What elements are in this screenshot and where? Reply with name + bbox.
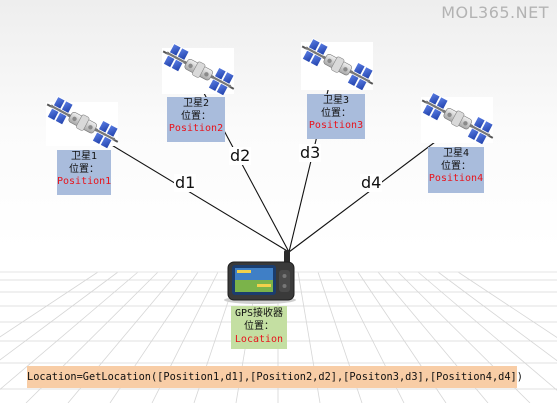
satellite-icon [296,35,379,95]
satellite-name: 卫星1 [70,151,98,162]
watermark: MOL365.NET [441,3,549,22]
satellite-2-label: 卫星2 位置： Position2 [167,97,225,142]
satellite-name: 卫星4 [442,148,470,159]
satellite-icon [157,40,240,100]
distance-line-1 [99,137,290,253]
position-label: 位置： [321,107,351,119]
receiver-position-label: 位置： [244,321,274,332]
distance-label-d4: d4 [360,173,383,192]
distance-label-d1: d1 [174,173,197,192]
satellite-1-label: 卫星1 位置： Position1 [57,150,111,195]
gps-receiver-icon [224,250,296,304]
gps-receiver-label: GPS接收器 位置： Location [231,306,287,349]
satellite-4-label: 卫星4 位置： Position4 [428,147,484,193]
position-value: Position1 [57,176,112,187]
satellite-icon [41,93,124,153]
receiver-name: GPS接收器 [234,308,284,319]
satellite-name: 卫星3 [322,95,350,106]
distance-line-4 [288,135,444,253]
position-label: 位置： [441,160,471,172]
location-formula: Location=GetLocation([Position1,d1],[Pos… [27,366,523,388]
satellite-3-label: 卫星3 位置： Position3 [307,94,365,139]
distance-lines [99,81,444,253]
position-label: 位置： [69,163,99,175]
position-value: Position4 [428,173,484,184]
distance-label-d2: d2 [229,146,252,165]
distance-label-d3: d3 [299,143,322,162]
receiver-position-value: Location [234,334,284,345]
position-value: Position3 [308,120,364,131]
satellite-icon [416,89,499,149]
satellite-name: 卫星2 [182,98,210,109]
position-label: 位置： [181,110,211,122]
position-value: Position2 [168,123,224,134]
